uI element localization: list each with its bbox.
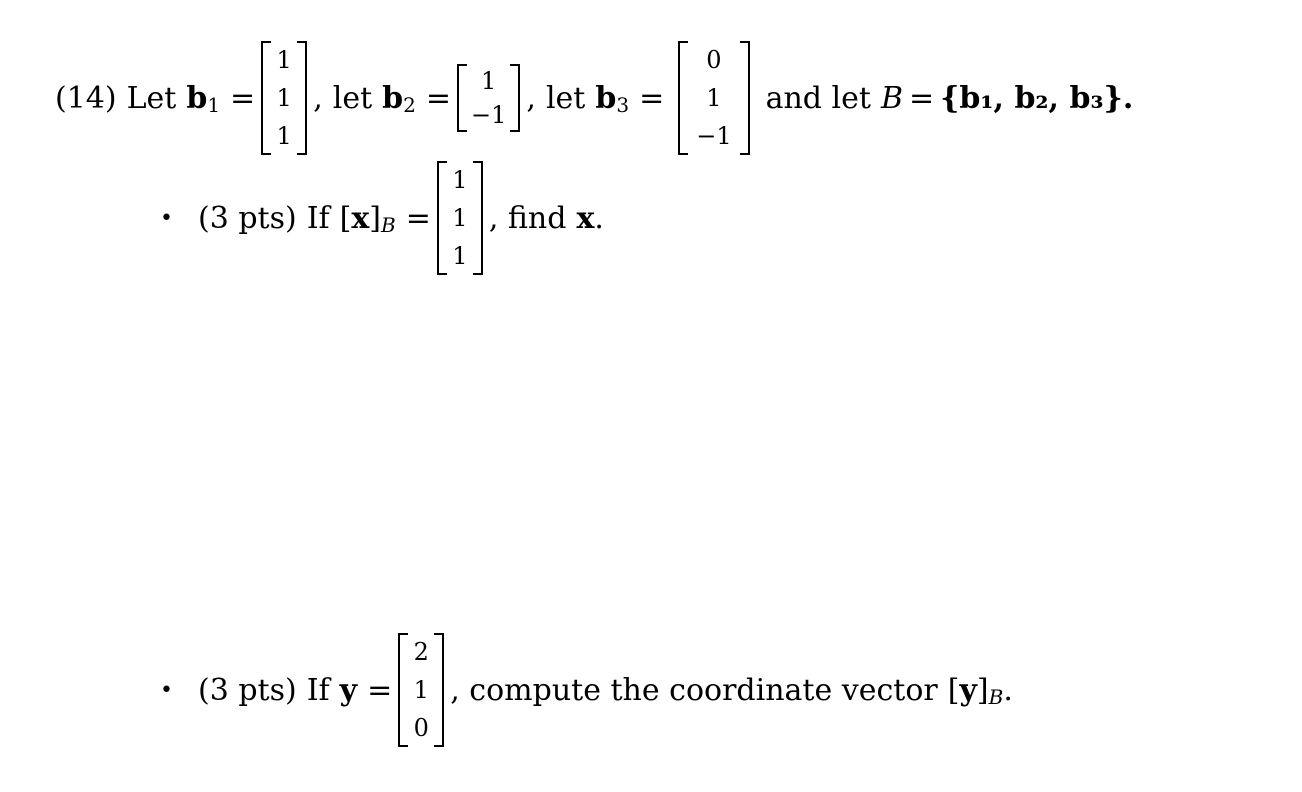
- b1-subscript: 1: [207, 93, 221, 117]
- points-label: (3 pts): [198, 200, 297, 236]
- lhs-open-bracket: [: [339, 200, 352, 236]
- basis-set: {b₁, b₂, b₃}.: [940, 80, 1134, 116]
- b1-symbol: b: [186, 80, 208, 116]
- vector-entry: −1: [471, 101, 507, 129]
- y-symbol: y: [339, 672, 358, 708]
- period: .: [594, 200, 604, 236]
- compute-label: , compute the coordinate vector: [450, 672, 938, 708]
- lhs-close-bracket: ]: [369, 200, 381, 236]
- b1-vector: 1 1 1: [261, 41, 308, 155]
- equals-sign: =: [425, 80, 451, 116]
- equals-sign: =: [909, 80, 935, 116]
- bullet-icon: •: [160, 205, 173, 231]
- vector-entry: 1: [452, 166, 468, 194]
- x-coordinate-vector: 1 1 1: [436, 161, 483, 275]
- vector-entry: 1: [276, 84, 292, 112]
- b3-vector: 0 1 −1: [678, 41, 750, 155]
- b3-subscript: 3: [616, 93, 630, 117]
- vector-entry: 1: [276, 46, 292, 74]
- vector-entry: 0: [413, 714, 429, 742]
- let-label: let: [332, 80, 373, 116]
- if-label: If: [306, 672, 330, 708]
- part-b: • (3 pts) If y = 2 1 0 , compute the coo…: [160, 632, 1013, 748]
- vector-entry: 1: [276, 122, 292, 150]
- if-label: If: [306, 200, 330, 236]
- bullet-icon: •: [160, 677, 173, 703]
- x-symbol: x: [351, 200, 370, 236]
- x-target: x: [576, 200, 595, 236]
- b2-subscript: 2: [403, 93, 416, 117]
- comma: ,: [526, 80, 536, 116]
- b2-symbol: b: [382, 80, 404, 116]
- vector-entry: 1: [452, 204, 468, 232]
- equals-sign: =: [230, 80, 256, 116]
- y-vector: 2 1 0: [398, 633, 445, 747]
- problem-number: (14): [55, 80, 117, 116]
- let-label: Let: [126, 80, 177, 116]
- and-let-label: and let: [765, 80, 871, 116]
- rhs-close-bracket: ]: [976, 672, 989, 708]
- equals-sign: =: [405, 200, 431, 236]
- find-label: , find: [488, 200, 567, 236]
- comma: ,: [313, 80, 323, 116]
- vector-entry: 1: [413, 676, 429, 704]
- part-a: • (3 pts) If [x]B = 1 1 1 , find x.: [160, 160, 604, 276]
- equals-sign: =: [639, 80, 665, 116]
- vector-entry: 2: [413, 638, 429, 666]
- y-coord-symbol: y: [959, 672, 977, 708]
- period: .: [1003, 672, 1013, 708]
- let-label: let: [545, 80, 586, 116]
- vector-entry: 1: [481, 67, 497, 95]
- points-label: (3 pts): [198, 672, 297, 708]
- basis-subscript: B: [380, 213, 396, 237]
- vector-entry: 1: [706, 84, 722, 112]
- equals-sign: =: [367, 672, 393, 708]
- vector-entry: −1: [696, 122, 732, 150]
- rhs-open-bracket: [: [947, 672, 960, 708]
- basis-subscript: B: [988, 685, 1004, 709]
- b2-vector: 1 −1: [457, 64, 521, 132]
- vector-entry: 1: [452, 242, 468, 270]
- basis-symbol: B: [880, 80, 903, 116]
- b3-symbol: b: [595, 80, 617, 116]
- vector-entry: 0: [706, 46, 722, 74]
